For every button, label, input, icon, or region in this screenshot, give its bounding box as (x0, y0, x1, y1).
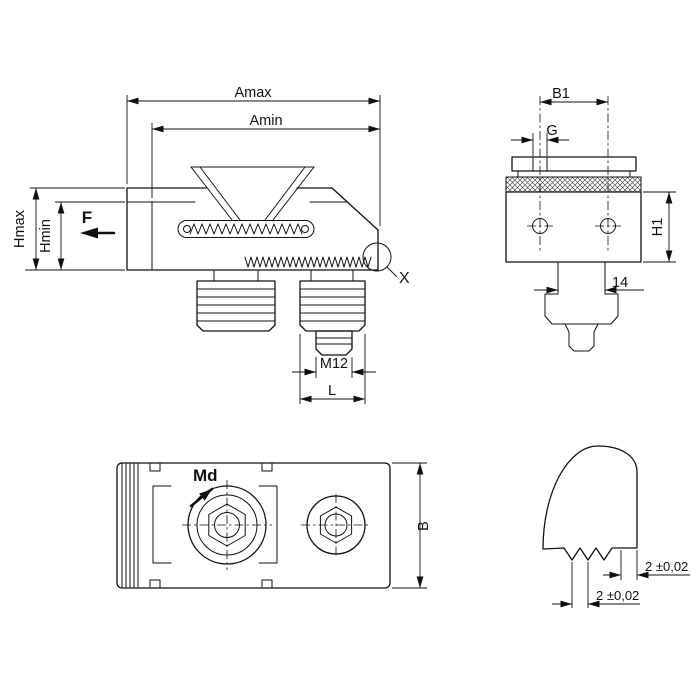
dim-hmin-label: Hmin (38, 219, 54, 253)
torque-annotation: Md (189, 466, 218, 508)
detail-x-view: 2 ±0,02 2 ±0,02 (542, 445, 690, 608)
dim-m12-label: M12 (320, 356, 348, 372)
force-label: F (82, 208, 92, 227)
dim-h1-label: H1 (650, 218, 666, 237)
hex-socket-screw-large (182, 480, 272, 570)
tooth-profile (542, 445, 638, 561)
dim-amax-label: Amax (234, 85, 272, 101)
t-nut (544, 261, 619, 352)
dim-m12: M12 (292, 356, 376, 378)
funnel (190, 166, 315, 221)
dim-amin-label: Amin (249, 113, 282, 129)
right-stud (299, 269, 366, 356)
dim-14-label: 14 (612, 275, 628, 291)
dim-l-label: L (328, 383, 336, 399)
force-arrow: F (80, 208, 116, 239)
top-plate (511, 156, 637, 178)
dim-amax: Amax (126, 85, 381, 226)
knurled-band (505, 176, 642, 193)
dim-hmin: Hmin (38, 201, 125, 270)
dim-h1: H1 (643, 191, 676, 263)
dim-hmax-label: Hmax (12, 209, 28, 248)
dim-14: 14 (534, 275, 644, 294)
dim-hmax: Hmax (12, 187, 125, 271)
dim-g-label: G (546, 123, 557, 139)
dim-flat-label: 2 ±0,02 (645, 559, 688, 574)
dim-amin: Amin (151, 113, 380, 198)
main-block (505, 96, 642, 263)
side-view: Amax Amin Hmax Hmin F M12 (12, 85, 410, 404)
jaw-face-hatch (121, 462, 139, 589)
dim-pitch-label: 2 ±0,02 (596, 588, 639, 603)
base-plate (116, 462, 391, 589)
dim-b1: B1 (540, 86, 608, 106)
detail-ref-label: X (399, 270, 410, 287)
dim-flat: 2 ±0,02 (603, 550, 690, 580)
dim-b-label: B (416, 521, 432, 531)
detail-circle (362, 242, 392, 272)
clamp-body-outline (126, 187, 379, 271)
dim-b: B (392, 462, 432, 589)
spring-slot (177, 220, 315, 238)
force-arrowhead-icon (80, 227, 98, 239)
rack-serration (244, 256, 372, 268)
dim-l: L (299, 334, 366, 404)
slot-openings (149, 462, 278, 589)
front-view: B1 G H1 14 (505, 86, 676, 352)
left-stud (196, 269, 276, 332)
detail-callout: X (362, 242, 410, 287)
top-view: Md B (116, 462, 432, 589)
dim-pitch: 2 ±0,02 (552, 562, 640, 608)
torque-arrow-icon (189, 487, 214, 508)
torque-label: Md (193, 466, 218, 485)
dim-g: G (511, 123, 569, 156)
dim-b1-label: B1 (552, 86, 570, 102)
hex-socket-screw-small (301, 494, 371, 556)
